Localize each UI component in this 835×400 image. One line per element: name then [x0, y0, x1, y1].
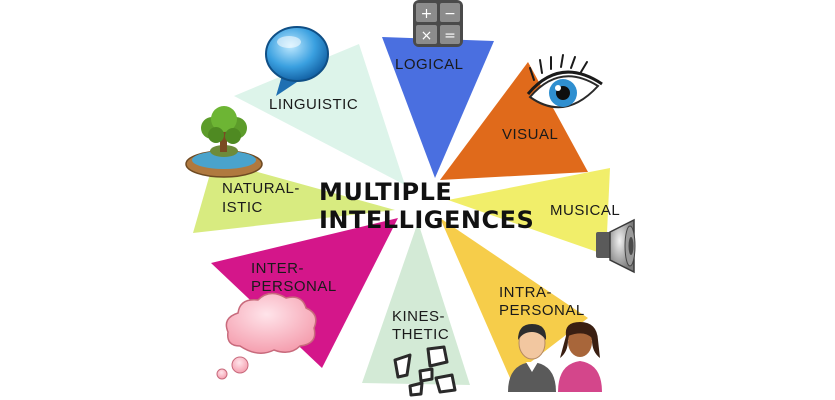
- label-visual: VISUAL: [502, 126, 558, 143]
- svg-text:=: =: [444, 28, 456, 44]
- label-intrapersonal-2: PERSONAL: [499, 302, 585, 319]
- segment-musical: [448, 168, 610, 255]
- svg-text:−: −: [444, 6, 456, 22]
- people-icon: [508, 322, 602, 392]
- segment-naturalistic: [193, 160, 395, 233]
- segment-linguistic: [234, 44, 405, 185]
- calculator-icon: + − × =: [413, 0, 463, 47]
- speech-bubble-icon: [265, 26, 329, 96]
- thought-cloud-icon: [216, 292, 317, 380]
- title-line-2: INTELLIGENCES: [319, 206, 534, 234]
- segment-intrapersonal: [440, 218, 588, 378]
- segment-logical: [382, 37, 494, 178]
- title-line-1: MULTIPLE: [319, 178, 452, 206]
- label-linguistic: LINGUISTIC: [269, 96, 358, 113]
- segment-kinesthetic: [362, 222, 470, 385]
- label-musical: MUSICAL: [550, 202, 620, 219]
- label-naturalistic-1: NATURAL-: [222, 180, 300, 197]
- tree-icon: [185, 106, 263, 178]
- eye-icon: [526, 54, 603, 109]
- svg-text:×: ×: [421, 28, 433, 44]
- segment-interpersonal: [211, 218, 398, 368]
- segment-visual: [440, 62, 588, 180]
- svg-text:+: +: [421, 6, 433, 22]
- label-kinesthetic-1: KINES-: [392, 308, 445, 325]
- puzzle-pieces-icon: [393, 345, 457, 397]
- label-naturalistic-2: ISTIC: [222, 199, 263, 216]
- label-logical: LOGICAL: [395, 56, 464, 73]
- label-interpersonal-1: INTER-: [251, 260, 304, 277]
- label-intrapersonal-1: INTRA-: [499, 284, 552, 301]
- speaker-icon: [596, 218, 636, 274]
- label-kinesthetic-2: THETIC: [392, 326, 449, 343]
- label-interpersonal-2: PERSONAL: [251, 278, 337, 295]
